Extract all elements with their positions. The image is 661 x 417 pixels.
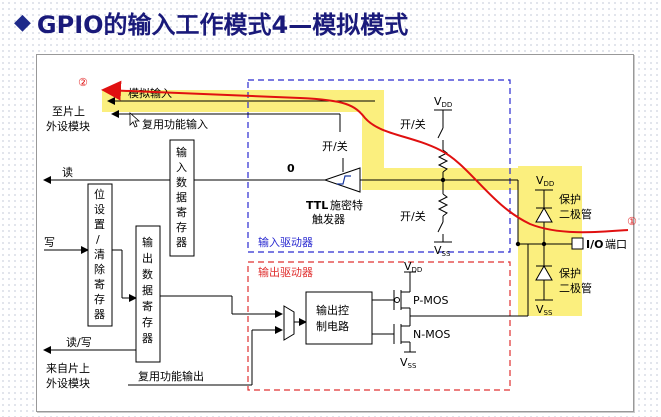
svg-text:寄: 寄 xyxy=(94,277,105,291)
protect-diode-bottom-2: 二极管 xyxy=(559,281,592,295)
svg-text:入: 入 xyxy=(176,161,187,174)
output-driver-box xyxy=(247,261,511,391)
svg-text:位: 位 xyxy=(94,187,105,201)
output-mux xyxy=(283,305,295,341)
pmos-transistor xyxy=(393,271,416,316)
input-register-text: 输 入 数 据 寄 存 器 xyxy=(176,145,187,249)
analog-signal-path xyxy=(101,80,629,234)
output-control-label-1: 输出控 xyxy=(316,303,349,317)
from-chip-label-1: 来自片上 xyxy=(46,362,90,375)
protect-diode-top-2: 二极管 xyxy=(559,207,592,221)
input-driver-label: 输入驱动器 xyxy=(258,235,313,249)
pmos-label: P-MOS xyxy=(413,294,449,307)
to-chip-label-2: 外设模块 xyxy=(46,120,90,133)
protect-diode-bottom-1: 保护 xyxy=(559,266,581,280)
schmitt-label-2: 触发器 xyxy=(312,212,345,226)
io-pin-square xyxy=(571,237,584,250)
page-title: ◆ GPIO的输入工作模式4—模拟模式 xyxy=(14,4,408,40)
svg-text:数: 数 xyxy=(142,268,153,281)
svg-text:输: 输 xyxy=(176,145,187,159)
svg-text:器: 器 xyxy=(142,332,153,345)
nmos-vss-label: VSS xyxy=(400,356,417,370)
svg-text:清: 清 xyxy=(94,248,105,261)
output-control-circuit xyxy=(305,291,373,345)
svg-text:置: 置 xyxy=(94,218,105,231)
read-label: 读 xyxy=(62,165,73,179)
ttl-label: TTL xyxy=(306,199,328,212)
protection-diodes xyxy=(535,189,553,301)
write-label: 写 xyxy=(44,236,55,249)
io-pin-label: I/O xyxy=(586,238,603,251)
output-register-text: 输 出 数 据 寄 存 器 xyxy=(142,235,153,345)
nmos-transistor xyxy=(393,316,416,353)
schmitt-switch-label: 开/关 xyxy=(322,139,348,153)
svg-text:据: 据 xyxy=(142,283,153,297)
svg-text:寄: 寄 xyxy=(176,205,187,219)
input-driver-box xyxy=(247,79,511,253)
bit-set-reset-register xyxy=(87,183,113,327)
io-pin-suffix: 端口 xyxy=(605,238,627,251)
alt-input-label: 复用功能输入 xyxy=(142,117,208,131)
svg-text:器: 器 xyxy=(94,308,105,321)
svg-text:据: 据 xyxy=(176,190,187,204)
cursor-icon xyxy=(129,112,141,128)
pullup-switch-label: 开/关 xyxy=(400,117,426,131)
svg-text:存: 存 xyxy=(176,220,187,234)
output-data-register xyxy=(135,225,161,363)
svg-text:/: / xyxy=(96,233,100,246)
read-write-label: 读/写 xyxy=(66,335,92,349)
svg-text:寄: 寄 xyxy=(142,299,153,313)
svg-text:出: 出 xyxy=(142,251,153,265)
bsr-register-text: 位 设 置 / 清 除 寄 存 器 xyxy=(94,187,105,321)
svg-text:数: 数 xyxy=(176,176,187,189)
svg-text:输: 输 xyxy=(142,235,153,249)
zero-label: 0 xyxy=(287,162,295,175)
marker-1: ① xyxy=(627,215,637,228)
to-chip-label-1: 至片上 xyxy=(52,105,85,118)
analog-input-label: 模拟输入 xyxy=(128,86,172,100)
diode-vdd-label: VDD xyxy=(536,174,554,188)
pullup-vdd-label: VDD xyxy=(434,95,452,109)
marker-2: ② xyxy=(78,76,88,89)
pulldown-vss-label: VSS xyxy=(434,244,451,258)
schmitt-label-1: 施密特 xyxy=(330,198,363,212)
diode-vss-label: VSS xyxy=(536,303,553,317)
nmos-label: N-MOS xyxy=(413,328,450,341)
svg-text:器: 器 xyxy=(176,236,187,249)
from-chip-label-2: 外设模块 xyxy=(46,377,90,390)
svg-text:存: 存 xyxy=(142,315,153,329)
protect-diode-top-1: 保护 xyxy=(559,192,581,206)
output-driver-label: 输出驱动器 xyxy=(258,265,313,279)
output-control-label-2: 制电路 xyxy=(316,320,349,333)
svg-text:设: 设 xyxy=(94,203,105,216)
title-text: GPIO的输入工作模式4—模拟模式 xyxy=(36,10,409,39)
title-diamond-icon: ◆ xyxy=(14,9,31,35)
alt-output-label: 复用功能输出 xyxy=(138,369,204,383)
pmos-vdd-label: VDD xyxy=(404,260,422,274)
svg-text:除: 除 xyxy=(94,262,105,276)
svg-text:存: 存 xyxy=(94,292,105,306)
input-data-register xyxy=(169,139,195,257)
pulldown-switch-label: 开/关 xyxy=(400,209,426,223)
